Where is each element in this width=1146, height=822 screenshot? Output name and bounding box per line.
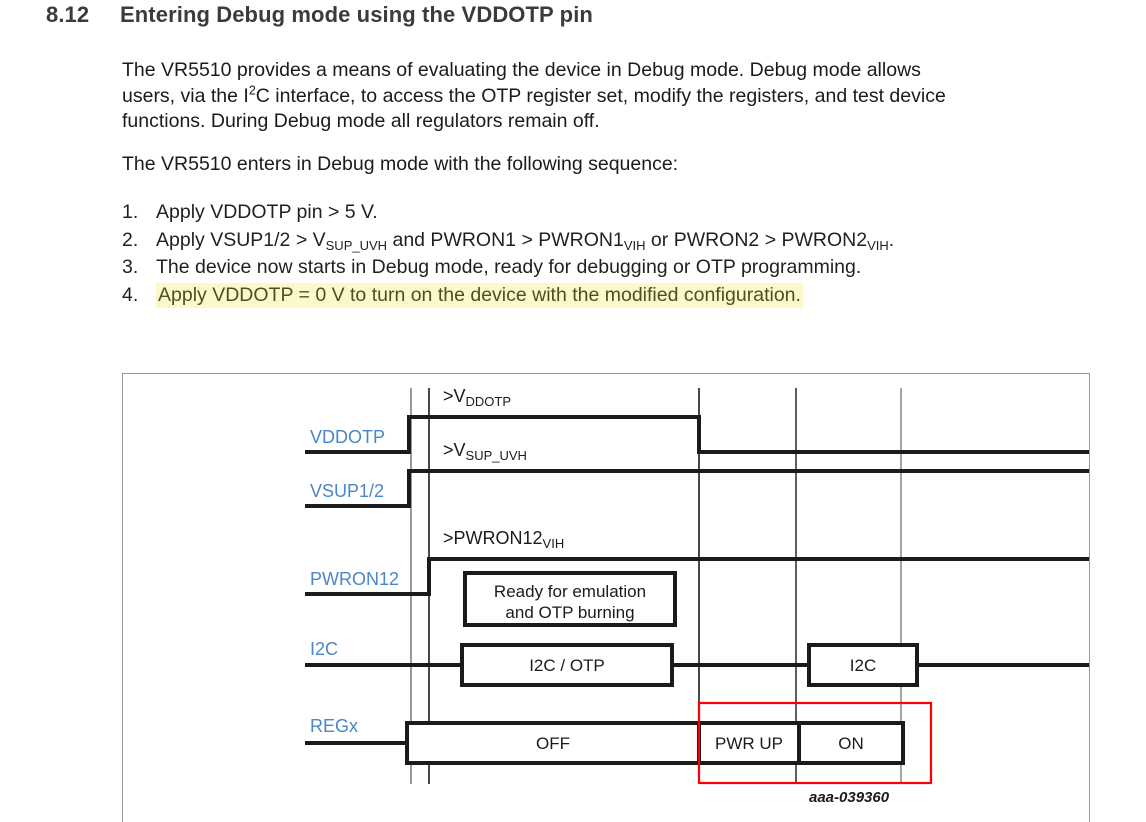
box-regx-on [797, 721, 905, 765]
box-label-i2c-otp: I2C / OTP [529, 656, 605, 675]
threshold-label-vddotp: >VDDOTP [443, 386, 512, 409]
list-item-label: The device now starts in Debug mode, rea… [156, 256, 862, 278]
sequence-lead-in: The VR5510 enters in Debug mode with the… [122, 153, 679, 175]
step2-sub-c: VIH [867, 237, 889, 253]
threshold-label-vsup12: >VSUP_UVH [443, 440, 527, 463]
intro-paragraph: The VR5510 provides a means of evaluatin… [122, 58, 967, 135]
box-label-regx-off: OFF [536, 734, 570, 753]
step2-text-c: or PWRON2 > PWRON2 [645, 228, 868, 251]
threshold-sub-pwron12: VIH [542, 536, 565, 551]
threshold-label-pwron12: >PWRON12VIH [443, 528, 565, 551]
threshold-prefix-pwron12: >PWRON12 [443, 528, 543, 548]
box-label-regx-pwr-up: PWR UP [715, 734, 783, 753]
signal-label-vsup12: VSUP1/2 [310, 481, 385, 501]
waveform-pwron12 [305, 557, 1089, 596]
box-label-ready-for-emulation: Ready for emulation and OTP burning [493, 582, 647, 622]
box-i2c [807, 643, 919, 687]
threshold-sub-vsup12: SUP_UVH [465, 448, 527, 463]
box-label-regx-on: ON [838, 734, 864, 753]
figure-id-caption: aaa-039360 [809, 789, 890, 806]
list-item-label-highlighted: Apply VDDOTP = 0 V to turn on the device… [156, 282, 803, 308]
section-title: Entering Debug mode using the VDDOTP pin [120, 2, 593, 27]
box-regx-off [405, 721, 701, 765]
debug-sequence-list: 1. Apply VDDOTP pin > 5 V. 2. Apply VSUP… [122, 200, 1002, 310]
list-item: 4. Apply VDDOTP = 0 V to turn on the dev… [122, 282, 1002, 309]
box-ready-for-emulation [463, 571, 677, 627]
step2-text-a: Apply VSUP1/2 > V [156, 228, 326, 251]
box-i2c-otp [460, 643, 674, 687]
signal-label-regx: REGx [310, 716, 359, 736]
signal-label-vddotp: VDDOTP [310, 427, 386, 447]
signal-label-i2c: I2C [310, 639, 339, 659]
step2-text-d: . [888, 228, 895, 251]
list-item-number: 3. [122, 256, 139, 278]
timing-diagram-figure: VDDOTP VSUP1/2 PWRON12 I2C REGx >VDDOTP … [122, 373, 1090, 822]
page-title: 8.12 Entering Debug mode using the VDDOTP… [46, 2, 593, 28]
list-item-label: Apply VDDOTP pin > 5 V. [156, 201, 378, 223]
red-highlight-box [697, 701, 933, 785]
threshold-prefix-vsup12: >V [443, 440, 466, 460]
threshold-prefix-vddotp: >V [443, 386, 466, 406]
timing-diagram-svg [305, 388, 1089, 785]
section-number: 8.12 [46, 2, 90, 27]
step2-sub-b: VIH [623, 237, 646, 253]
i2c-superscript: 2 [248, 83, 256, 97]
waveform-vsup12 [305, 469, 1089, 508]
intro-text-part1: The VR5510 provides a means of evaluatin… [122, 59, 921, 107]
list-item: 3. The device now starts in Debug mode, … [122, 255, 1002, 281]
list-item: 1. Apply VDDOTP pin > 5 V. [122, 200, 1002, 226]
waveform-vddotp [305, 415, 1089, 454]
intro-text-part2: C interface, to access the OTP register … [122, 84, 946, 133]
box-label-i2c: I2C [849, 656, 877, 675]
step2-sub-a: SUP_UVH [325, 237, 388, 253]
signal-label-pwron12: PWRON12 [310, 569, 400, 589]
list-item-number: 1. [122, 201, 139, 223]
list-item-label: Apply VSUP1/2 > VSUP_UVH and PWRON1 > PW… [156, 228, 895, 253]
list-item-number: 2. [122, 228, 139, 251]
list-item: 2. Apply VSUP1/2 > VSUP_UVH and PWRON1 >… [122, 228, 1002, 254]
threshold-sub-vddotp: DDOTP [465, 394, 512, 409]
list-item-number: 4. [122, 283, 139, 306]
step2-text-b: and PWRON1 > PWRON1 [387, 228, 624, 251]
